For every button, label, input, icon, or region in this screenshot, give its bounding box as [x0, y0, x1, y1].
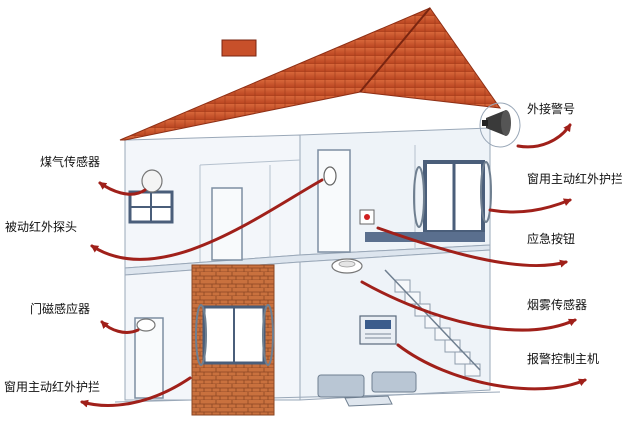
- arrow-window-right: [490, 200, 570, 212]
- arrow-external-siren: [518, 125, 570, 147]
- device-passive-ir-probe: [324, 167, 336, 185]
- label-door-magnetic-sensor: 门磁感应器: [30, 302, 90, 316]
- window-upper-left: [130, 192, 172, 222]
- label-external-siren: 外接警号: [527, 102, 575, 116]
- label-alarm-control-host: 报警控制主机: [527, 352, 599, 366]
- door-upper-2: [318, 150, 350, 252]
- roof: [120, 8, 500, 140]
- label-window-ir-guard-left: 窗用主动红外护拦: [4, 380, 100, 394]
- window-sill-upper-right: [365, 232, 485, 242]
- device-door-magnetic-sensor: [137, 319, 155, 331]
- device-external-siren: [480, 103, 520, 147]
- chimney: [222, 40, 256, 56]
- device-smoke-sensor: [332, 259, 362, 273]
- window-upper-right: [414, 162, 491, 232]
- label-passive-ir-probe: 被动红外探头: [5, 220, 77, 234]
- label-window-ir-guard-right: 窗用主动红外护拦: [527, 172, 622, 186]
- device-alarm-control-host: [360, 316, 396, 344]
- door-upper-1: [212, 188, 242, 260]
- label-coal-gas-sensor: 煤气传感器: [40, 155, 100, 169]
- device-emergency-button: [360, 210, 374, 224]
- label-emergency-button: 应急按钮: [527, 232, 575, 246]
- label-smoke-sensor: 烟雾传感器: [527, 298, 587, 312]
- window-lower: [196, 305, 273, 365]
